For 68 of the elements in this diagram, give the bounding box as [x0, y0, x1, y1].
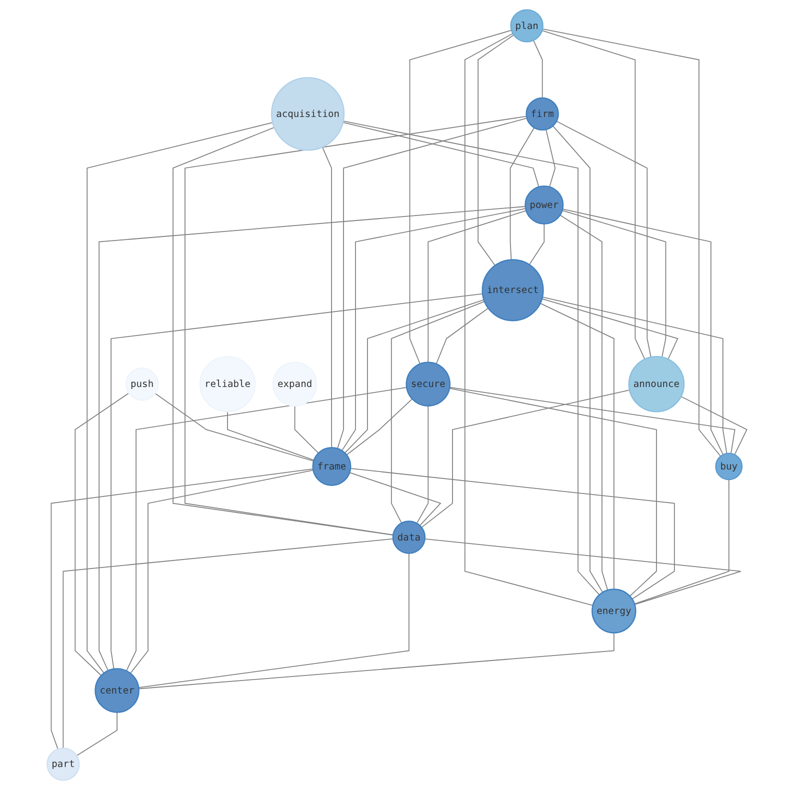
node-circle: intersect — [482, 259, 544, 322]
node-circle: acquisition — [271, 77, 345, 151]
connector — [436, 308, 489, 364]
connector — [542, 296, 728, 454]
connector — [98, 206, 526, 672]
connector — [421, 390, 630, 528]
connector — [130, 470, 314, 674]
connector — [560, 214, 608, 591]
connector — [86, 122, 274, 674]
connector — [390, 301, 485, 524]
node-circle: center — [94, 668, 140, 713]
connector — [542, 30, 646, 360]
node-circle: plan — [510, 9, 544, 42]
connector — [227, 411, 314, 461]
connector — [464, 33, 594, 606]
connector — [424, 538, 742, 605]
connector — [154, 392, 314, 462]
node-circle: reliable — [199, 356, 256, 412]
node-circle: expand — [272, 362, 318, 406]
connector — [346, 398, 413, 456]
connector — [478, 34, 514, 266]
node-circle: frame — [312, 446, 352, 486]
connector — [62, 538, 394, 749]
connector — [349, 472, 442, 526]
connector — [556, 120, 652, 358]
connector — [552, 126, 604, 593]
node-circle: power — [524, 185, 564, 224]
connector — [294, 405, 319, 454]
connector — [126, 387, 408, 672]
connector — [533, 40, 543, 98]
connector — [337, 118, 528, 449]
connector — [138, 552, 410, 688]
node-circle: energy — [592, 588, 636, 634]
connector — [562, 208, 724, 456]
connector — [172, 126, 394, 536]
connector — [546, 129, 556, 188]
node-circle: announce — [628, 356, 685, 412]
connector — [76, 712, 118, 756]
connector — [449, 388, 657, 597]
connector — [350, 468, 675, 600]
connector — [634, 479, 730, 604]
connector — [449, 386, 736, 454]
connector — [428, 210, 527, 363]
node-circle: data — [392, 520, 426, 554]
connector — [74, 392, 130, 676]
node-circle: part — [46, 748, 80, 781]
node-circle: push — [125, 367, 159, 401]
connector — [542, 28, 722, 457]
connector — [416, 405, 429, 524]
connector — [680, 396, 748, 456]
node-circle: buy — [715, 452, 743, 480]
connector — [342, 120, 600, 596]
connector — [542, 298, 678, 360]
connector — [322, 146, 332, 448]
connector — [510, 127, 535, 260]
connector — [110, 293, 484, 670]
connector — [528, 223, 545, 266]
connector — [409, 30, 512, 364]
connector — [540, 302, 614, 590]
connector — [184, 116, 527, 536]
connector — [344, 299, 484, 454]
connector — [342, 122, 540, 188]
connector — [562, 210, 666, 358]
connector — [342, 208, 526, 451]
connector — [50, 468, 314, 750]
node-circle: secure — [406, 362, 451, 406]
connector — [138, 632, 614, 690]
node-circle: firm — [526, 97, 559, 131]
